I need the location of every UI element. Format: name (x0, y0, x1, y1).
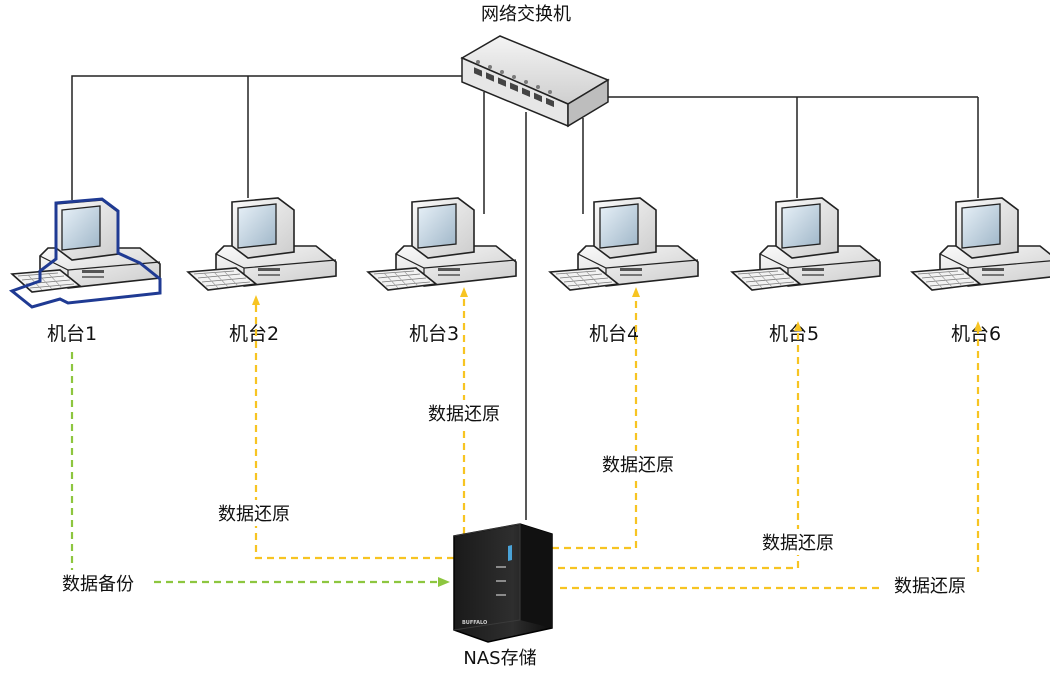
machine-4-label: 机台4 (589, 323, 639, 345)
machine-1: 机台1 (8, 197, 162, 345)
machine-2: 机台2 (187, 197, 337, 345)
machine-5: 机台5 (731, 197, 881, 345)
machine-1-label: 机台1 (47, 323, 97, 345)
machine-6: 机台6 (911, 197, 1050, 345)
nas-brand: BUFFALO (462, 620, 487, 626)
desktop-computer-icon (911, 197, 1050, 291)
machine-3: 机台3 (367, 197, 517, 345)
machine-5-label: 机台5 (769, 323, 819, 345)
restore-label-machine-5: 数据还原 (762, 533, 834, 554)
link-switch-machine-1 (71, 75, 468, 200)
nas-label: NAS存储 (463, 648, 536, 669)
machine-4: 机台4 (549, 197, 699, 345)
nas-server-icon: BUFFALO (453, 523, 553, 643)
network-switch: 网络交换机 (460, 4, 610, 128)
backup-label: 数据备份 (62, 574, 134, 595)
restore-arrow-machine-5 (558, 321, 802, 570)
desktop-computer-icon (8, 197, 162, 309)
flow-labels: 数据备份 数据还原 数据还原 数据还原 数据还原 数据还原 (44, 400, 980, 598)
restore-arrow-machine-2 (252, 295, 454, 560)
restore-label-machine-4: 数据还原 (602, 455, 674, 476)
restore-arrow-machine-6 (560, 321, 982, 590)
network-lines (71, 75, 979, 520)
restore-label-machine-6: 数据还原 (894, 576, 966, 597)
restore-arrow-machine-4 (552, 287, 640, 550)
machine-3-label: 机台3 (409, 323, 459, 345)
desktop-computer-icon (549, 197, 699, 291)
switch-label: 网络交换机 (481, 4, 571, 25)
desktop-computer-icon (731, 197, 881, 291)
desktop-computer-icon (367, 197, 517, 291)
nas-storage: BUFFALO NAS存储 (453, 523, 553, 669)
link-switch-machine-5 (608, 96, 978, 198)
machine-6-label: 机台6 (951, 323, 1001, 345)
desktop-computer-icon (187, 197, 337, 291)
selected-outline (8, 197, 162, 309)
restore-label-machine-2: 数据还原 (218, 504, 290, 525)
restore-label-machine-3: 数据还原 (428, 404, 500, 425)
backup-arrow-machine-1 (70, 352, 450, 587)
network-switch-icon (460, 35, 610, 128)
machine-2-label: 机台2 (229, 323, 279, 345)
